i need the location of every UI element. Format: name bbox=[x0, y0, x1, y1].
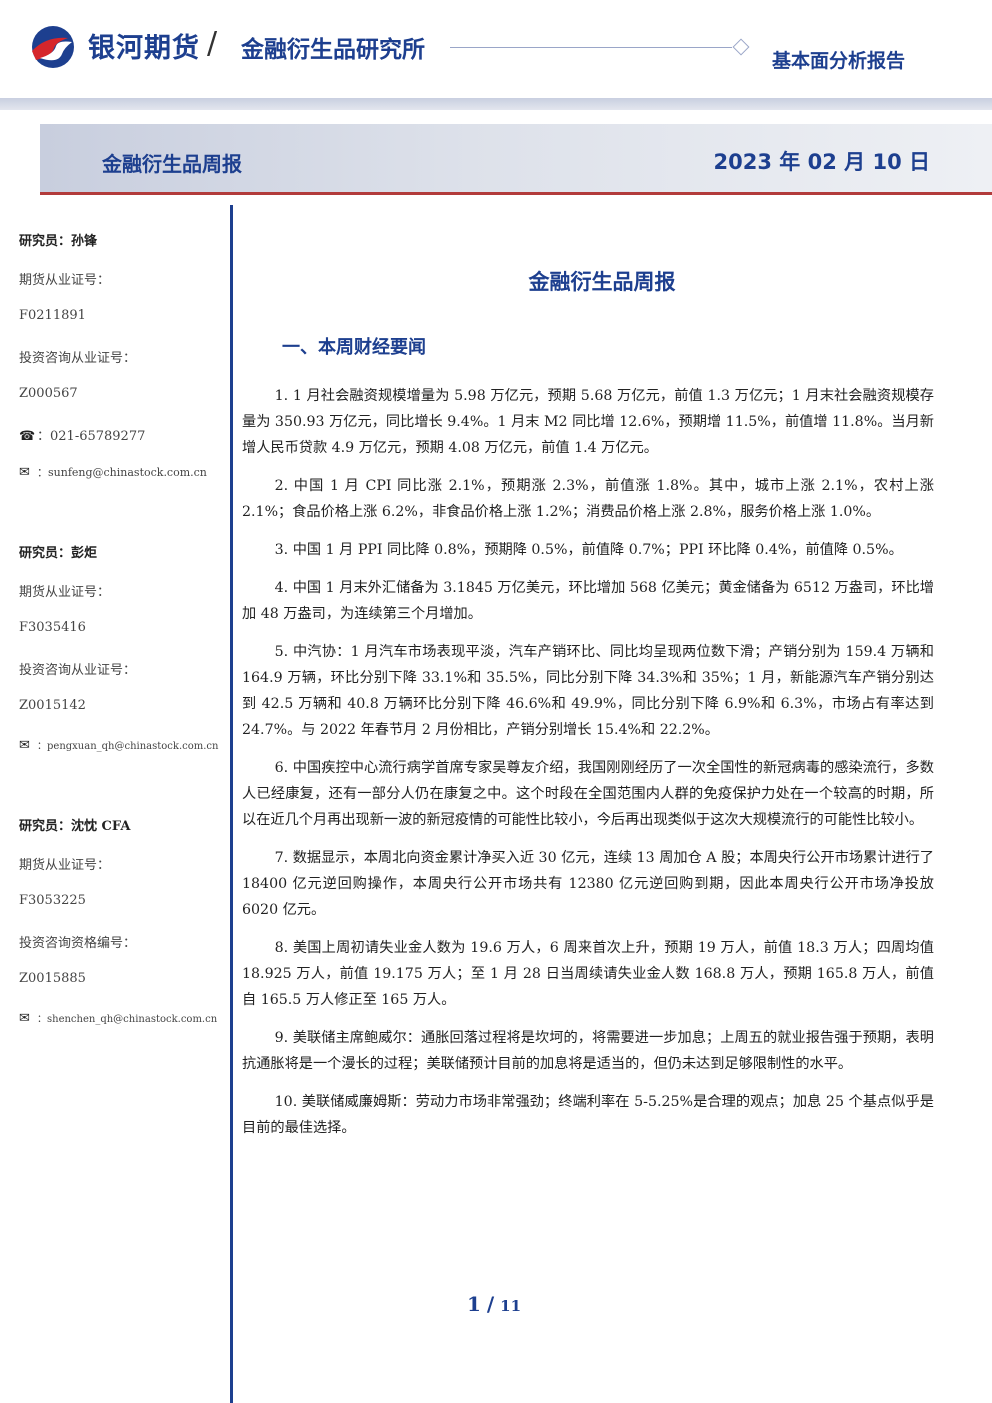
email-line: ✉ ：pengxuan_qh@chinastock.com.cn bbox=[19, 737, 218, 753]
page-title: 金融衍生品周报 bbox=[528, 270, 676, 294]
news-item: 8. 美国上周初请失业金人数为 19.6 万人，6 周来首次上升，预期 19 万… bbox=[242, 940, 934, 1008]
cert-number: F3053225 bbox=[19, 893, 86, 908]
sidebar-divider bbox=[230, 205, 233, 1403]
page-separator: / bbox=[486, 1292, 495, 1316]
envelope-icon: ✉ bbox=[19, 1011, 30, 1026]
header-rule bbox=[450, 47, 732, 48]
news-item: 2. 中国 1 月 CPI 同比涨 2.1%，预期涨 2.3%，前值涨 1.8%… bbox=[242, 478, 934, 520]
news-item: 1. 1 月社会融资规模增量为 5.98 万亿元，预期 5.68 万亿元，前值 … bbox=[242, 388, 934, 456]
researcher-name: 研究员：沈忱 CFA bbox=[19, 819, 131, 834]
banner-title: 金融衍生品周报 bbox=[102, 152, 242, 176]
phone-line: ☎：021-65789277 bbox=[19, 425, 145, 444]
email-address[interactable]: ：sunfeng@chinastock.com.cn bbox=[37, 466, 207, 479]
page-number: 1/ 11 bbox=[232, 1292, 756, 1316]
email-address[interactable]: ：shenchen_qh@chinastock.com.cn bbox=[37, 1014, 218, 1025]
news-item: 9. 美联储主席鲍威尔：通胀回落过程将是坎坷的，将需要进一步加息；上周五的就业报… bbox=[242, 1030, 934, 1072]
page-current: 1 bbox=[466, 1292, 481, 1316]
invest-label: 投资咨询从业证号： bbox=[19, 351, 137, 366]
news-item: 5. 中汽协：1 月汽车市场表现平淡，汽车产销环比、同比均呈现两位数下滑；产销分… bbox=[242, 644, 934, 738]
cert-label: 期货从业证号： bbox=[19, 858, 111, 873]
page-total: 11 bbox=[500, 1297, 522, 1315]
invest-number: Z0015885 bbox=[19, 971, 86, 986]
report-date: 2023 年 02 月 10 日 bbox=[713, 150, 930, 174]
news-item: 7. 数据显示，本周北向资金累计净买入近 30 亿元，连续 13 周加仓 A 股… bbox=[242, 850, 934, 918]
section-heading: 一、本周财经要闻 bbox=[282, 337, 426, 358]
news-content: 1. 1 月社会融资规模增量为 5.98 万亿元，预期 5.68 万亿元，前值 … bbox=[242, 383, 934, 1153]
researcher-name: 研究员：孙锋 bbox=[19, 234, 98, 249]
invest-label: 投资咨询从业证号： bbox=[19, 663, 137, 678]
envelope-icon: ✉ bbox=[19, 738, 30, 753]
email-line: ✉ ：shenchen_qh@chinastock.com.cn bbox=[19, 1010, 217, 1026]
cert-number: F0211891 bbox=[19, 308, 86, 323]
news-item: 10. 美联储威廉姆斯：劳动力市场非常强劲；终端利率在 5-5.25%是合理的观… bbox=[242, 1094, 934, 1136]
email-line: ✉ ：sunfeng@chinastock.com.cn bbox=[19, 464, 207, 480]
phone-icon: ☎ bbox=[19, 429, 36, 444]
cert-number: F3035416 bbox=[19, 620, 86, 635]
cert-label: 期货从业证号： bbox=[19, 273, 111, 288]
phone-number: ：021-65789277 bbox=[37, 429, 146, 444]
cert-label: 期货从业证号： bbox=[19, 585, 111, 600]
news-item: 6. 中国疾控中心流行病学首席专家吴尊友介绍，我国刚刚经历了一次全国性的新冠病毒… bbox=[242, 760, 934, 828]
galaxy-logo-icon bbox=[32, 26, 74, 68]
news-item: 4. 中国 1 月末外汇储备为 3.1845 万亿美元，环比增加 568 亿美元… bbox=[242, 580, 934, 622]
invest-label: 投资咨询资格编号： bbox=[19, 936, 137, 951]
email-address[interactable]: ：pengxuan_qh@chinastock.com.cn bbox=[37, 741, 219, 752]
title-banner: 金融衍生品周报 2023 年 02 月 10 日 bbox=[40, 124, 992, 195]
header-stripe bbox=[0, 98, 992, 110]
report-type: 基本面分析报告 bbox=[772, 50, 906, 72]
news-item: 3. 中国 1 月 PPI 同比降 0.8%，预期降 0.5%，前值降 0.7%… bbox=[274, 542, 903, 558]
report-header: 银河期货 / 金融衍生品研究所 基本面分析报告 bbox=[0, 0, 992, 110]
brand-name: 银河期货 bbox=[88, 33, 200, 64]
invest-number: Z000567 bbox=[19, 386, 78, 401]
invest-number: Z0015142 bbox=[19, 698, 86, 713]
brand-divider: / bbox=[207, 26, 218, 61]
envelope-icon: ✉ bbox=[19, 465, 30, 480]
diamond-ornament bbox=[732, 38, 750, 56]
researcher-name: 研究员：彭炬 bbox=[19, 546, 98, 561]
institute-name: 金融衍生品研究所 bbox=[241, 37, 425, 63]
